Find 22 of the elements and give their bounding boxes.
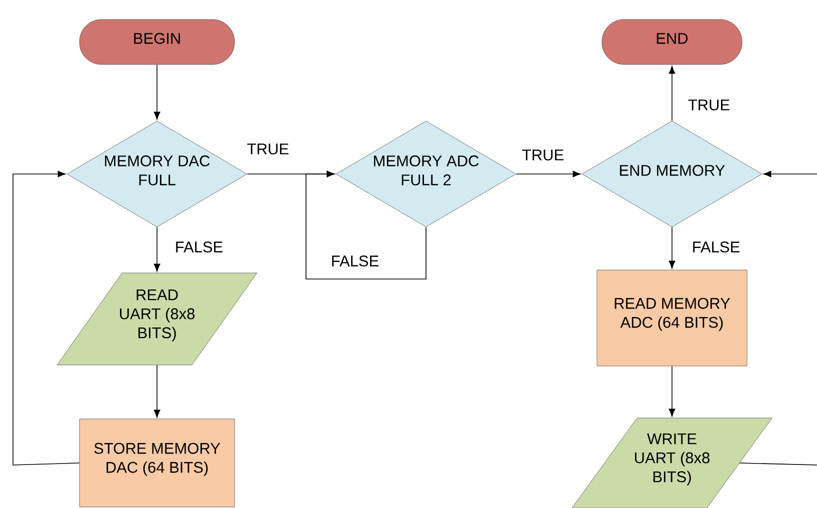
edge-label: TRUE [520,148,566,162]
arrow [668,366,676,417]
edge-label: FALSE [690,240,742,254]
process-box: READ MEMORY ADC (64 BITS) [596,270,748,366]
terminal-box: END [602,19,742,65]
data-parallelogram: WRITE UART (8x8 BITS) [572,418,772,508]
edge-label: TRUE [246,142,290,156]
arrow [12,170,80,466]
arrow [154,364,160,418]
arrow [668,66,676,122]
edge-label: FALSE [330,254,380,268]
process-box: STORE MEMORY DAC (64 BITS) [79,418,235,508]
arrow [668,226,676,269]
data-parallelogram: READ UART (8x8 BITS) [56,272,258,366]
edge-label: FALSE [174,240,224,254]
arrow [154,64,160,120]
arrow [516,170,581,178]
arrow [306,170,426,280]
edge-label: TRUE [686,98,732,112]
arrow [154,226,160,272]
arrow [763,170,817,178]
terminal-box: BEGIN [79,19,235,65]
